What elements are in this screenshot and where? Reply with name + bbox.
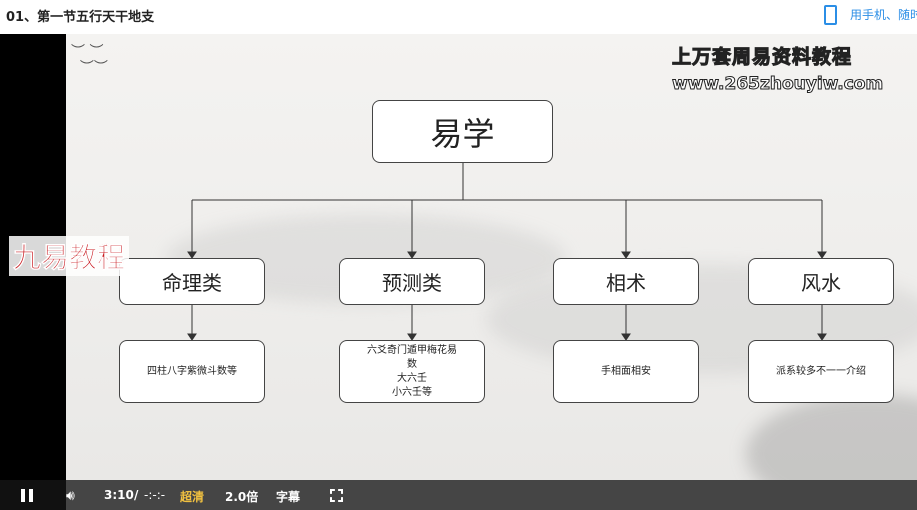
header: 01、第一节五行天干地支 用手机、随时 xyxy=(0,0,917,34)
fullscreen-icon[interactable] xyxy=(330,489,343,502)
detail-node: 手相面相安 xyxy=(553,340,699,403)
connector-lines xyxy=(187,163,827,341)
category-node: 风水 xyxy=(748,258,894,305)
mobile-watch-link[interactable]: 用手机、随时 xyxy=(850,8,917,22)
time-separator: / xyxy=(134,488,139,502)
category-node: 预测类 xyxy=(339,258,485,305)
root-node: 易学 xyxy=(372,100,553,163)
category-node: 相术 xyxy=(553,258,699,305)
watermark-title: 上万套周易资料教程 xyxy=(671,46,853,69)
watermark-url: www.265zhouyiw.com xyxy=(671,74,884,95)
detail-node: 派系较多不一一介绍 xyxy=(748,340,894,403)
logo-watermark: 九易教程 xyxy=(9,236,130,276)
control-bar: 🔊︎ 3:10 / -:-:- 超清 2.0倍 字幕 xyxy=(0,480,917,510)
current-time: 3:10 xyxy=(104,488,134,502)
duration: -:-:- xyxy=(144,488,166,502)
birds-decoration: ︶ ︶ ︶︶ xyxy=(71,44,108,76)
quality-button[interactable]: 超清 xyxy=(180,490,205,504)
detail-node: 六爻奇门遁甲梅花易 数 大六壬 小六壬等 xyxy=(339,340,485,403)
video-title: 01、第一节五行天干地支 xyxy=(6,10,155,25)
detail-node: 四柱八字紫微斗数等 xyxy=(119,340,265,403)
speed-button[interactable]: 2.0倍 xyxy=(225,490,259,504)
subtitle-button[interactable]: 字幕 xyxy=(276,490,301,504)
pause-icon[interactable] xyxy=(21,489,33,502)
slide[interactable]: ︶ ︶ ︶︶ 上万套周易资料教程 www.265zhouyiw.com 易学 命… xyxy=(66,34,917,480)
category-node: 命理类 xyxy=(119,258,265,305)
volume-icon[interactable]: 🔊︎ xyxy=(66,488,75,504)
phone-icon[interactable] xyxy=(824,5,837,25)
